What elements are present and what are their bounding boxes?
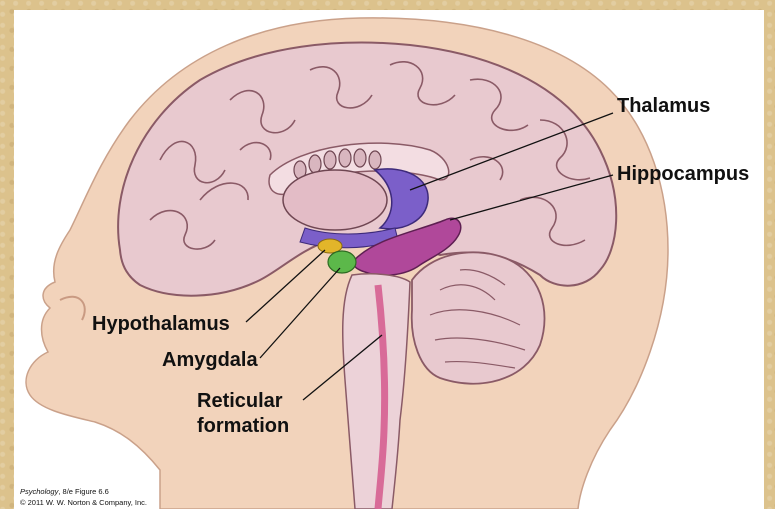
figure-credit: Psychology, 8/e Figure 6.6	[20, 487, 109, 496]
credit-edition: , 8/e Figure 6.6	[58, 487, 108, 496]
amygdala-region	[328, 251, 356, 273]
reticular-label-line1: Reticular	[197, 390, 283, 412]
hypothalamus-label: Hypothalamus	[92, 313, 230, 335]
hippocampus-label: Hippocampus	[617, 163, 749, 185]
diencephalon-mass	[283, 170, 387, 230]
thalamus-label: Thalamus	[617, 95, 710, 117]
reticular-label-line2: formation	[197, 415, 289, 437]
amygdala-label: Amygdala	[162, 349, 258, 371]
credit-book-title: Psychology	[20, 487, 58, 496]
copyright-credit: © 2011 W. W. Norton & Company, Inc.	[20, 498, 147, 507]
